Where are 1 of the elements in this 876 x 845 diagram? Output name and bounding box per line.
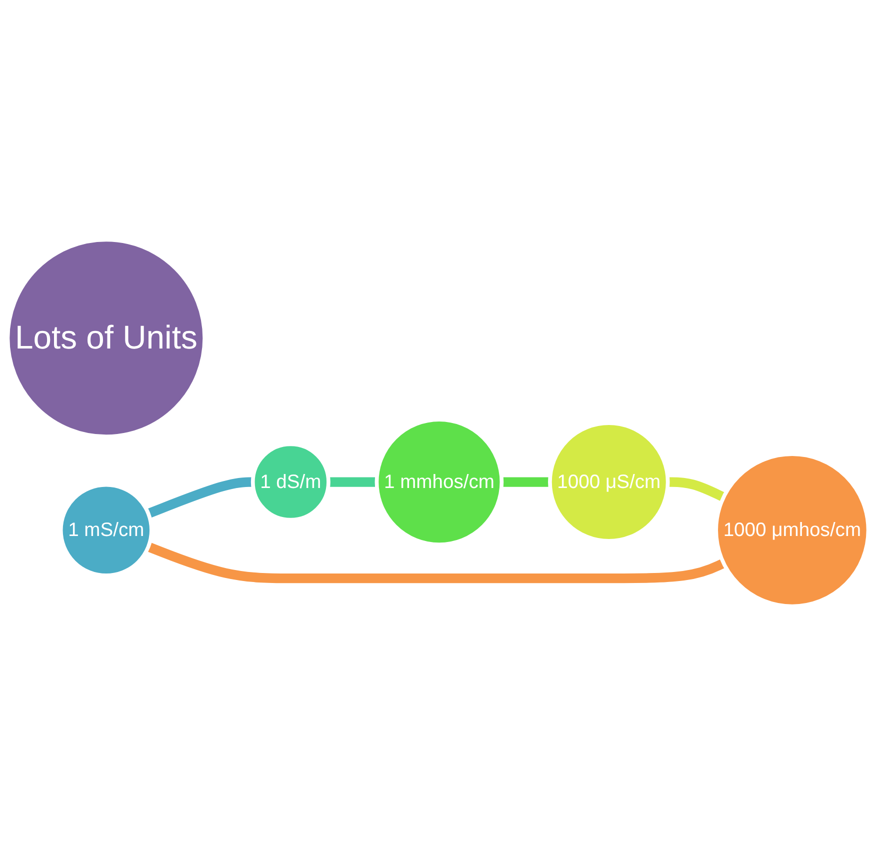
connector — [146, 542, 726, 583]
